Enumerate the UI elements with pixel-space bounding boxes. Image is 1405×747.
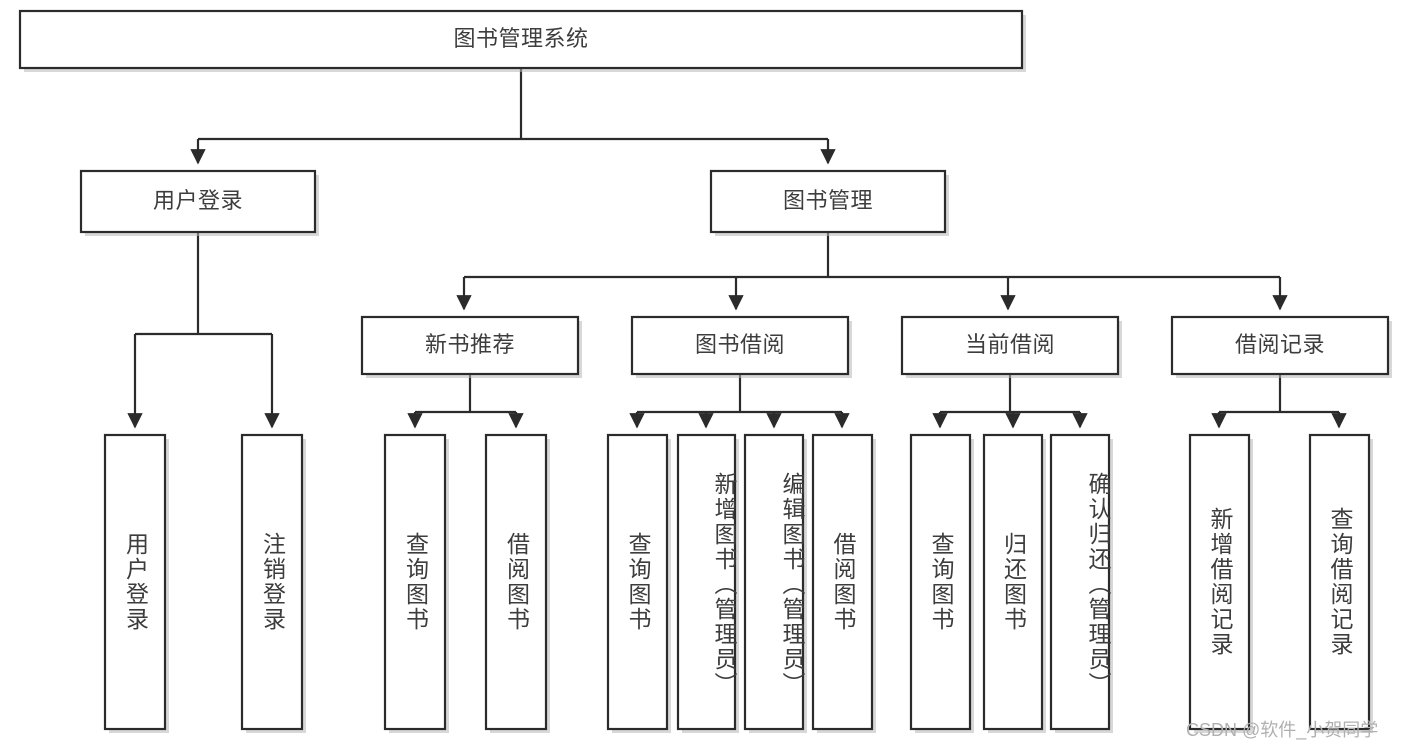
leaf-rec-query-record-box[interactable] bbox=[1308, 433, 1371, 731]
leaf-rec-borrow-book-box[interactable] bbox=[484, 433, 548, 731]
connector-group-root bbox=[190, 68, 836, 165]
current-borrow-box[interactable] bbox=[900, 315, 1120, 376]
user-login-box[interactable] bbox=[79, 169, 317, 234]
leaf-cur-query-book-box[interactable] bbox=[909, 433, 972, 731]
connector-group-new-book-rec bbox=[407, 374, 524, 429]
new-book-rec-box[interactable] bbox=[360, 315, 580, 376]
leaf-borrow-borrow-book-box[interactable] bbox=[811, 433, 874, 731]
connector-group-user-login bbox=[127, 232, 280, 429]
connector-group-current-borrow bbox=[932, 374, 1088, 429]
connector-group-book-borrow bbox=[629, 374, 850, 429]
book-borrow-box[interactable] bbox=[630, 315, 850, 376]
book-manage-box[interactable] bbox=[709, 169, 947, 234]
leaf-borrow-edit-book-box[interactable] bbox=[743, 433, 805, 731]
leaf-cur-confirm-return-box[interactable] bbox=[1049, 433, 1111, 731]
leaf-rec-query-book-box[interactable] bbox=[383, 433, 447, 731]
borrow-record-box[interactable] bbox=[1170, 315, 1390, 376]
connector-group-borrow-record bbox=[1211, 374, 1347, 429]
connector-group-book-manage bbox=[456, 232, 1288, 311]
leaf-user-login-box[interactable] bbox=[103, 433, 167, 731]
leaf-borrow-query-book-box[interactable] bbox=[606, 433, 669, 731]
leaf-user-logout-box[interactable] bbox=[240, 433, 304, 731]
root-box[interactable] bbox=[18, 9, 1024, 70]
leaf-borrow-add-book-box[interactable] bbox=[676, 433, 737, 731]
leaf-cur-return-book-box[interactable] bbox=[982, 433, 1044, 731]
leaf-rec-add-record-box[interactable] bbox=[1188, 433, 1251, 731]
node-boxes bbox=[18, 9, 1392, 733]
